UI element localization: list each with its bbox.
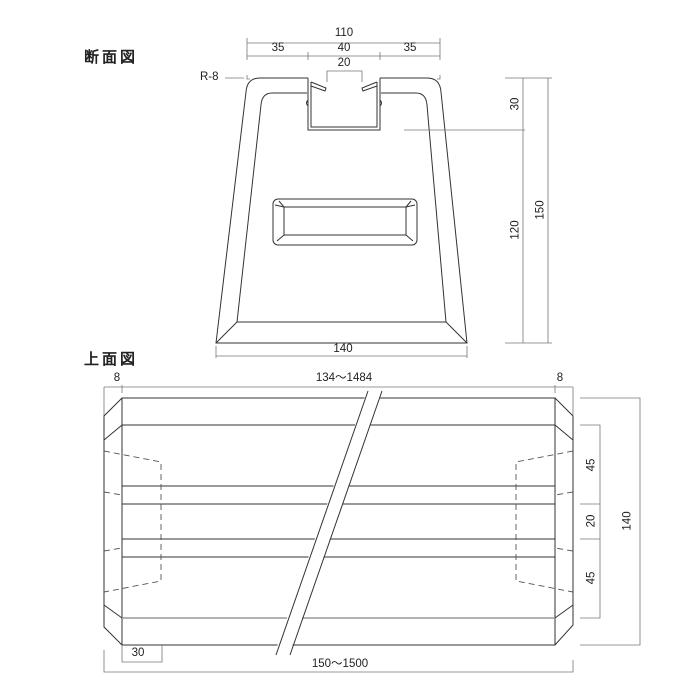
dim-left-chamfer: 8 [113,372,121,384]
plan-right-dimensions [580,397,641,646]
dim-overall-length: 150〜1500 [311,658,369,670]
handle-hole [272,198,418,246]
dim-slot-width: 40 [337,42,351,54]
dim-left-flange: 35 [271,42,285,54]
plan-view [103,385,641,673]
section-base-dimension [215,346,468,358]
dim-end-recess: 30 [131,647,145,659]
section-right-dimensions [404,77,552,344]
dim-inner-length: 134〜1484 [315,372,373,384]
plan-top-dimensions [103,385,574,420]
slot-channel [306,78,382,131]
break-lines [274,390,383,656]
section-inner-profile [236,92,447,323]
plan-hidden-handles [103,450,574,593]
dim-base-width: 140 [333,343,353,355]
dim-right-flange: 35 [403,42,417,54]
dim-groove-side-top: 45 [585,458,598,472]
plan-grooves [122,424,555,619]
dim-overall-width-top: 110 [334,27,354,39]
dim-groove-center: 20 [585,514,598,528]
plan-view-title: 上面図 [84,350,139,368]
dim-slot-depth: 30 [509,97,522,111]
plan-bottom-dimensions [103,645,574,673]
dim-body-height: 120 [509,220,522,240]
section-top-dimensions [225,38,441,82]
dim-overall-width: 140 [621,511,634,531]
dim-groove-side-bottom: 45 [585,571,598,585]
dim-overall-height: 150 [534,200,547,220]
dim-corner-radius: R-8 [200,71,219,83]
dim-right-chamfer: 8 [556,372,564,384]
plan-outline [103,397,574,646]
dim-slot-opening: 20 [337,57,351,69]
section-view-title: 断面図 [84,48,139,66]
section-outer-profile [215,77,468,344]
section-view [215,38,552,358]
